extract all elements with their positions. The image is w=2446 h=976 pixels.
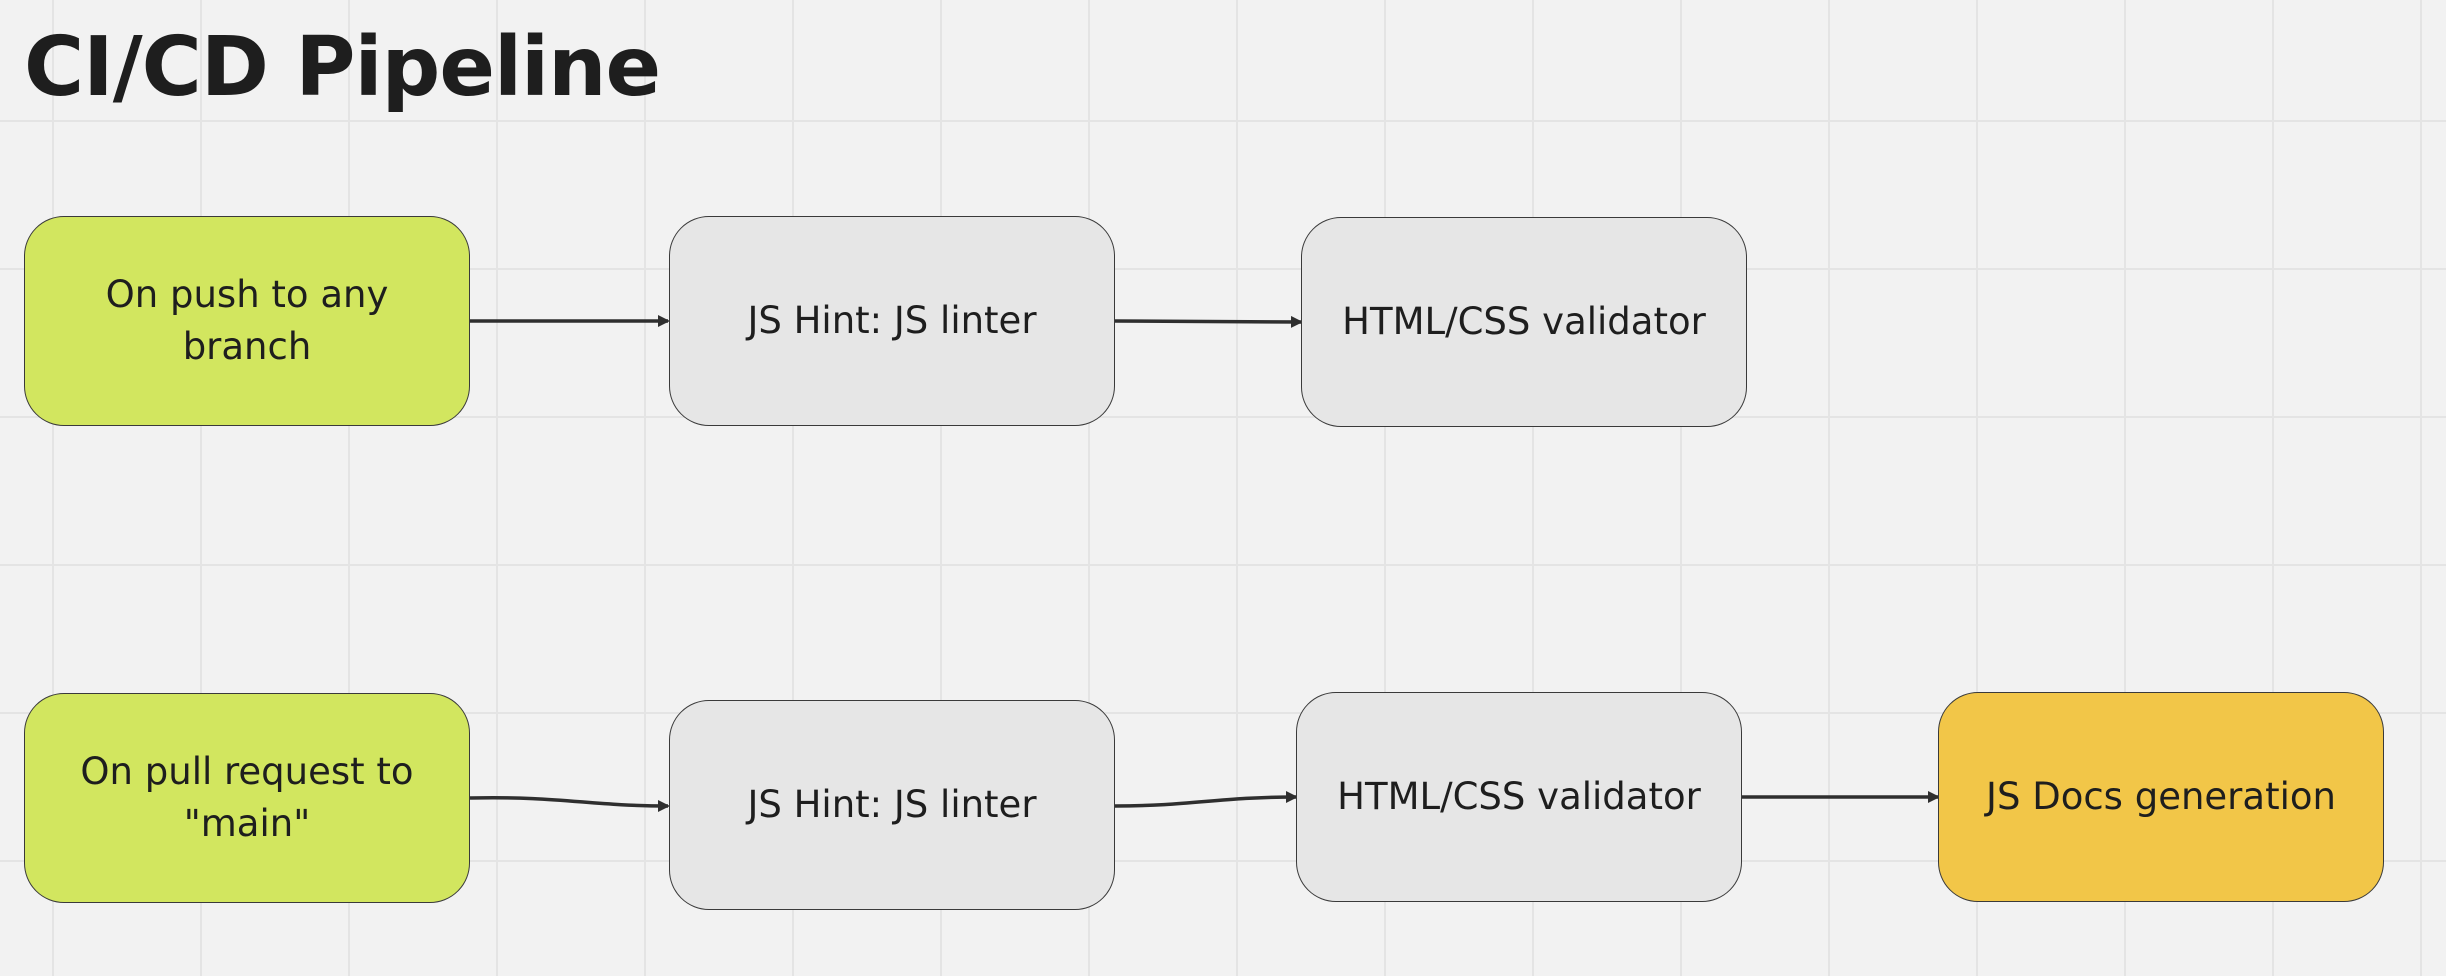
connector-jshint-to-validator-pr: [1114, 791, 1298, 808]
step-node-validator-push[interactable]: HTML/CSS validator: [1301, 217, 1747, 427]
trigger-node-pull-request[interactable]: On pull request to "main": [24, 693, 470, 903]
connector-jshint-to-validator: [1114, 315, 1303, 328]
step-node-validator-push-label: HTML/CSS validator: [1342, 300, 1706, 343]
trigger-node-push-label: On push to any branch: [105, 273, 389, 368]
trigger-node-push[interactable]: On push to any branch: [24, 216, 470, 426]
step-node-jshint-pr-label: JS Hint: JS linter: [747, 783, 1037, 826]
step-node-jshint-push[interactable]: JS Hint: JS linter: [669, 216, 1115, 426]
final-node-jsdocs[interactable]: JS Docs generation: [1938, 692, 2384, 902]
step-node-validator-pr-label: HTML/CSS validator: [1337, 775, 1701, 818]
trigger-node-pull-request-label: On pull request to "main": [80, 750, 414, 845]
step-node-jshint-push-label: JS Hint: JS linter: [747, 299, 1037, 342]
step-node-validator-pr[interactable]: HTML/CSS validator: [1296, 692, 1742, 902]
page-title: CI/CD Pipeline: [24, 20, 661, 115]
step-node-jshint-pr[interactable]: JS Hint: JS linter: [669, 700, 1115, 910]
final-node-jsdocs-label: JS Docs generation: [1986, 775, 2336, 818]
connector-pr-to-jshint: [469, 796, 670, 812]
